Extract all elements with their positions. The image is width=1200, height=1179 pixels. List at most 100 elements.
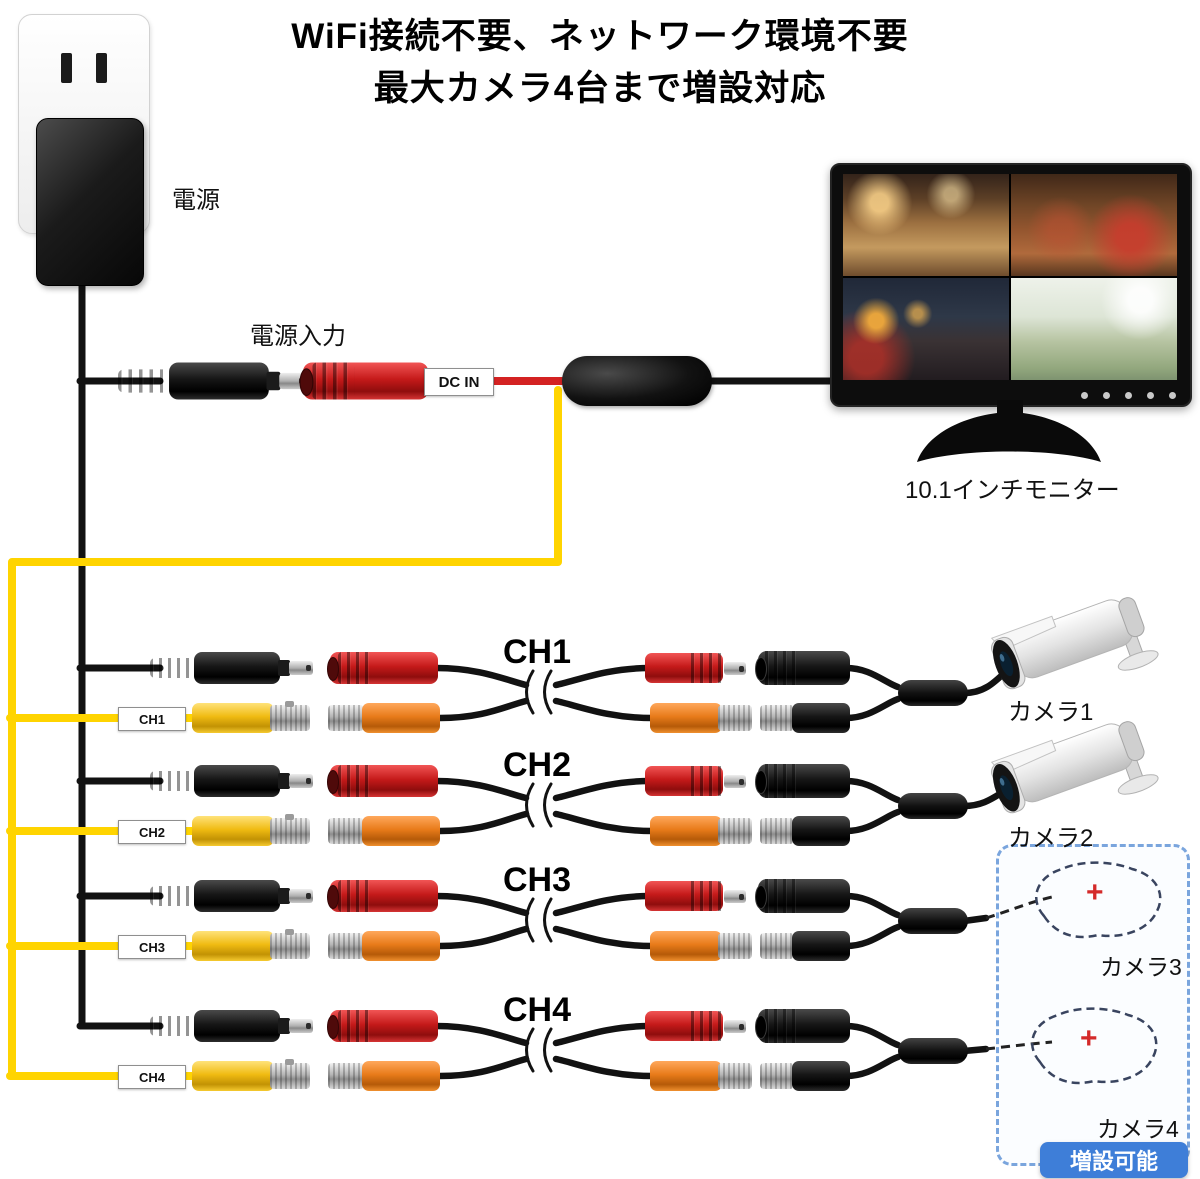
bnc-nut — [270, 701, 310, 731]
strain-relief — [150, 658, 198, 678]
socket-opening — [327, 1015, 339, 1039]
socket-ridges — [765, 879, 797, 913]
socket-ridges — [338, 1010, 374, 1042]
dc-power-plug — [150, 650, 313, 686]
strain-relief — [118, 369, 174, 393]
plug-body — [645, 881, 723, 911]
bnc-connector-orange — [328, 816, 440, 846]
dc-socket-red — [327, 880, 438, 912]
plug-tip — [724, 775, 746, 788]
socket-body — [758, 879, 850, 913]
strain-relief — [150, 886, 198, 906]
channel-tag: CH2 — [118, 820, 186, 844]
monitor-power-button — [1169, 392, 1176, 399]
bnc-connector-orange — [328, 1061, 440, 1091]
plug-collar — [278, 1018, 290, 1034]
monitor — [830, 163, 1192, 407]
bnc-connector-yellow — [192, 701, 310, 733]
bnc-nut — [718, 818, 752, 844]
bnc-nut — [328, 818, 364, 844]
expansion-badge: 増設可能 — [1040, 1142, 1188, 1178]
bnc-nut — [328, 1063, 364, 1089]
bnc-connector-black — [760, 816, 850, 846]
plug-body — [645, 1011, 723, 1041]
socket-body — [758, 651, 850, 685]
dc-socket-black — [755, 879, 850, 913]
strain-relief — [150, 1016, 198, 1036]
channel-row-4: CH4 CH4 — [0, 991, 1200, 1113]
plug-barrel — [194, 765, 280, 797]
cable-y-junction — [898, 793, 968, 819]
plug-ridges — [691, 881, 721, 911]
outlet-slot — [96, 53, 107, 83]
channel-tag: CH4 — [118, 1065, 186, 1089]
plug-ridges — [691, 653, 721, 683]
bnc-body — [362, 931, 440, 961]
channel-label: CH2 — [502, 746, 572, 784]
bnc-body — [650, 931, 722, 961]
socket-opening — [755, 885, 767, 909]
plug-barrel — [194, 652, 280, 684]
plug-tip — [724, 1020, 746, 1033]
bnc-connector-black — [760, 703, 850, 733]
socket-body — [330, 652, 438, 684]
bnc-connector-orange — [650, 703, 752, 733]
bnc-connector-yellow — [192, 929, 310, 961]
camera-2-label: カメラ2 — [1008, 825, 1094, 852]
dc-socket-black — [755, 651, 850, 685]
dc-socket-red — [327, 765, 438, 797]
plug-body — [645, 766, 723, 796]
socket-ridges — [765, 1009, 797, 1043]
socket-ridges — [765, 764, 797, 798]
socket-body — [330, 765, 438, 797]
monitor-control-buttons — [1081, 392, 1176, 399]
bnc-connector-yellow — [192, 814, 310, 846]
bnc-body — [650, 816, 722, 846]
socket-ridges — [338, 765, 374, 797]
monitor-feed-1 — [843, 174, 1009, 276]
dc-input-socket-red — [299, 362, 429, 400]
cable-y-junction — [898, 908, 968, 934]
plug-collar — [266, 371, 281, 391]
cable-y-junction — [898, 1038, 968, 1064]
plug-collar — [278, 660, 290, 676]
bnc-body — [192, 1061, 274, 1091]
socket-ridges — [312, 362, 355, 400]
bnc-nut — [760, 705, 794, 731]
dc-socket-red — [327, 1010, 438, 1042]
bnc-nut — [328, 933, 364, 959]
bnc-nut — [270, 1059, 310, 1089]
bnc-nut — [760, 933, 794, 959]
dc-power-plug — [150, 763, 313, 799]
channel-label: CH4 — [502, 991, 572, 1029]
dc-in-tag: DC IN — [424, 368, 494, 396]
channel-label: CH1 — [502, 633, 572, 671]
socket-body — [758, 1009, 850, 1043]
camera-3-label: カメラ3 — [1100, 954, 1182, 980]
plug-tip — [724, 662, 746, 675]
bnc-connector-black — [760, 931, 850, 961]
bnc-connector-yellow — [192, 1059, 310, 1091]
monitor-button — [1081, 392, 1088, 399]
bnc-body — [792, 703, 850, 733]
bnc-body — [192, 816, 274, 846]
plug-collar — [278, 773, 290, 789]
outlet-slot — [61, 53, 72, 83]
bnc-body — [362, 1061, 440, 1091]
bnc-body — [792, 931, 850, 961]
socket-body — [330, 1010, 438, 1042]
socket-opening — [327, 657, 339, 681]
power-input-label: 電源入力 — [250, 323, 346, 350]
socket-opening — [755, 657, 767, 681]
plug-tip — [289, 1019, 313, 1033]
dc-plug-red — [645, 1010, 747, 1042]
bnc-nut — [718, 1063, 752, 1089]
bnc-body — [362, 703, 440, 733]
bnc-nut — [718, 705, 752, 731]
camera-1-label: カメラ1 — [1008, 699, 1094, 726]
plug-barrel — [169, 362, 269, 400]
dc-socket-red — [327, 652, 438, 684]
dc-plug-red — [645, 765, 747, 797]
monitor-button — [1103, 392, 1110, 399]
bnc-connector-black — [760, 1061, 850, 1091]
